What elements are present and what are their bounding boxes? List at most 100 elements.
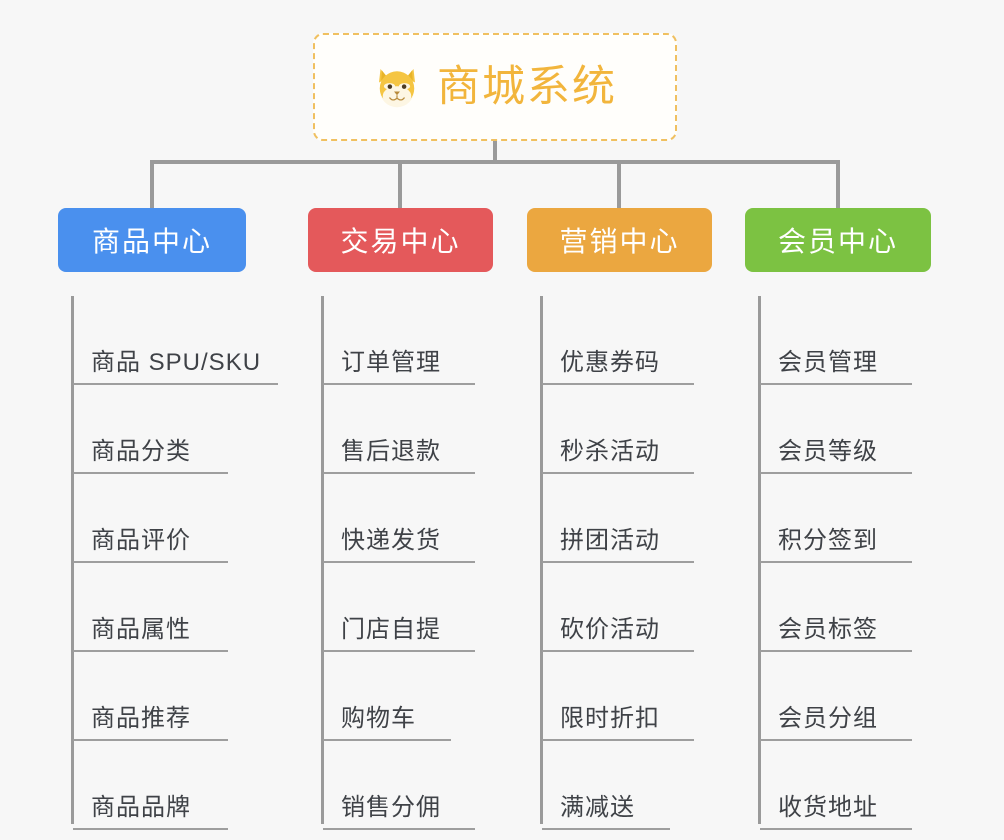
leaf-underline [760, 650, 912, 652]
list-item[interactable]: 商品分类 [73, 385, 246, 474]
leaf-underline [760, 383, 912, 385]
leaf-label: 快递发货 [341, 527, 441, 554]
leaf-underline [323, 739, 451, 741]
list-item[interactable]: 砍价活动 [542, 563, 712, 652]
leaf-underline [323, 828, 475, 830]
leaf-label: 会员标签 [778, 616, 878, 643]
leaf-underline [73, 472, 228, 474]
branch-spine-3 [540, 296, 543, 824]
list-item[interactable]: 会员管理 [760, 296, 931, 385]
category-title-3: 营销中心 [559, 226, 680, 257]
leaf-label: 销售分佣 [341, 794, 441, 821]
leaf-label: 拼团活动 [560, 527, 660, 554]
leaf-underline [323, 650, 475, 652]
leaf-underline [323, 561, 475, 563]
leaf-label: 会员等级 [778, 438, 878, 465]
list-item[interactable]: 购物车 [323, 652, 493, 741]
category-header-4[interactable]: 会员中心 [745, 208, 931, 272]
branch-column-4: 会员中心 会员管理 会员等级 积分签到 会员标签 会员分组 [745, 208, 931, 830]
root-title: 商城系统 [437, 62, 617, 111]
list-item[interactable]: 满减送 [542, 741, 712, 830]
leaf-label: 门店自提 [341, 616, 441, 643]
list-item[interactable]: 商品 SPU/SKU [73, 296, 278, 385]
connector-horizontal-bar [150, 160, 840, 164]
leaf-label: 限时折扣 [560, 705, 660, 732]
category-title-1: 商品中心 [91, 226, 212, 257]
branch-spine-2 [321, 296, 324, 824]
leaf-label: 砍价活动 [560, 616, 660, 643]
branch-spine-4 [758, 296, 761, 824]
list-item[interactable]: 优惠券码 [542, 296, 712, 385]
list-item[interactable]: 会员等级 [760, 385, 931, 474]
leaf-underline [542, 828, 670, 830]
leaf-underline [760, 472, 912, 474]
list-item[interactable]: 门店自提 [323, 563, 493, 652]
leaf-list-2: 订单管理 售后退款 快递发货 门店自提 购物车 销售分佣 [308, 296, 493, 830]
shiba-dog-face-icon [373, 63, 421, 111]
category-header-3[interactable]: 营销中心 [527, 208, 712, 272]
leaf-underline [542, 383, 694, 385]
leaf-label: 购物车 [341, 705, 416, 732]
leaf-label: 商品推荐 [91, 705, 191, 732]
list-item[interactable]: 售后退款 [323, 385, 493, 474]
leaf-label: 售后退款 [341, 438, 441, 465]
category-title-4: 会员中心 [777, 226, 898, 257]
leaf-underline [73, 828, 228, 830]
leaf-underline [73, 650, 228, 652]
list-item[interactable]: 会员标签 [760, 563, 931, 652]
leaf-underline [73, 383, 278, 385]
list-item[interactable]: 积分签到 [760, 474, 931, 563]
leaf-label: 商品品牌 [91, 794, 191, 821]
list-item[interactable]: 商品属性 [73, 563, 246, 652]
leaf-underline [542, 739, 694, 741]
leaf-label: 收货地址 [778, 794, 878, 821]
leaf-label: 会员管理 [778, 349, 878, 376]
connector-drop-3 [617, 160, 621, 208]
list-item[interactable]: 销售分佣 [323, 741, 493, 830]
branch-column-1: 商品中心 商品 SPU/SKU 商品分类 商品评价 商品属性 商品推荐 [58, 208, 278, 830]
leaf-list-4: 会员管理 会员等级 积分签到 会员标签 会员分组 收货地址 [745, 296, 931, 830]
branch-spine-1 [71, 296, 74, 824]
list-item[interactable]: 秒杀活动 [542, 385, 712, 474]
list-item[interactable]: 会员分组 [760, 652, 931, 741]
leaf-label: 优惠券码 [560, 349, 660, 376]
list-item[interactable]: 商品品牌 [73, 741, 246, 830]
category-title-2: 交易中心 [340, 226, 461, 257]
leaf-label: 商品属性 [91, 616, 191, 643]
leaf-underline [323, 472, 475, 474]
list-item[interactable]: 快递发货 [323, 474, 493, 563]
list-item[interactable]: 拼团活动 [542, 474, 712, 563]
root-node[interactable]: 商城系统 [313, 33, 677, 141]
leaf-list-3: 优惠券码 秒杀活动 拼团活动 砍价活动 限时折扣 满减送 [527, 296, 712, 830]
leaf-underline [542, 561, 694, 563]
leaf-label: 商品评价 [91, 527, 191, 554]
category-header-2[interactable]: 交易中心 [308, 208, 493, 272]
connector-drop-1 [150, 160, 154, 208]
list-item[interactable]: 商品评价 [73, 474, 246, 563]
list-item[interactable]: 限时折扣 [542, 652, 712, 741]
leaf-underline [542, 650, 694, 652]
leaf-label: 秒杀活动 [560, 438, 660, 465]
leaf-label: 商品 SPU/SKU [91, 349, 262, 376]
leaf-label: 会员分组 [778, 705, 878, 732]
leaf-underline [73, 561, 228, 563]
leaf-underline [73, 739, 228, 741]
list-item[interactable]: 收货地址 [760, 741, 931, 830]
leaf-list-1: 商品 SPU/SKU 商品分类 商品评价 商品属性 商品推荐 商品品牌 [58, 296, 278, 830]
leaf-underline [760, 561, 912, 563]
list-item[interactable]: 订单管理 [323, 296, 493, 385]
leaf-label: 订单管理 [341, 349, 441, 376]
leaf-label: 满减送 [560, 794, 635, 821]
connector-root-stem [493, 141, 497, 164]
leaf-label: 商品分类 [91, 438, 191, 465]
list-item[interactable]: 商品推荐 [73, 652, 246, 741]
leaf-underline [542, 472, 694, 474]
category-header-1[interactable]: 商品中心 [58, 208, 246, 272]
branch-column-2: 交易中心 订单管理 售后退款 快递发货 门店自提 购物车 [308, 208, 493, 830]
leaf-underline [760, 739, 912, 741]
leaf-underline [323, 383, 475, 385]
connector-drop-2 [398, 160, 402, 208]
connector-drop-4 [836, 160, 840, 208]
branch-column-3: 营销中心 优惠券码 秒杀活动 拼团活动 砍价活动 限时折扣 [527, 208, 712, 830]
